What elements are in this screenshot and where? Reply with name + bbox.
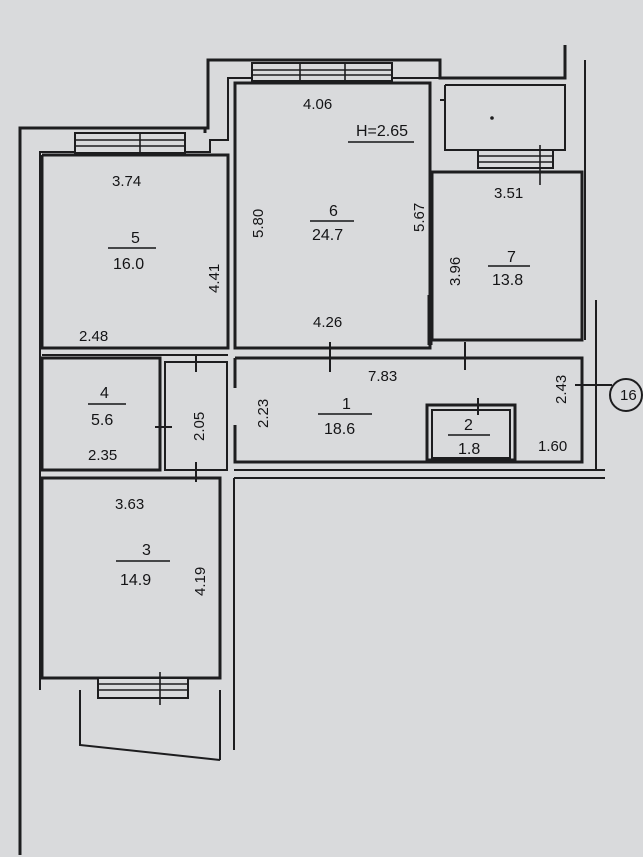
room-6-outline [233,81,432,350]
dim-room-6-right: 5.67 [411,203,428,232]
room-7-outline [430,170,584,342]
room-1-area: 18.6 [324,421,355,438]
room-5-area: 16.0 [113,256,144,273]
room-6-number: 6 [329,203,338,220]
room-7-number: 7 [507,249,516,266]
dim-room-7-width: 3.51 [494,185,523,202]
window-room-7 [477,145,554,185]
balcony-dot [490,116,494,120]
dim-corridor-end: 1.60 [538,438,567,455]
dim-corridor-length: 7.83 [368,368,397,385]
room-3-area: 14.9 [120,572,151,589]
room-labels: 6 24.7 5 16.0 7 13.8 1 18.6 2 1.8 4 5.6 … [88,203,530,589]
stair-mark-label: 16 [620,387,637,404]
dim-room-7-height: 3.96 [447,257,464,286]
dim-corridor-left-height: 2.23 [255,399,272,428]
dim-hall-height: 2.05 [191,412,208,441]
room-1-outline [233,356,584,464]
dim-room-6-height: 5.80 [250,209,267,238]
dim-room-3-width: 3.63 [115,496,144,513]
balcony-top-right [444,84,566,151]
dim-room-6-bottom: 4.26 [313,314,342,331]
room-1-number: 1 [342,396,351,413]
room-2-area: 1.8 [458,441,480,458]
dim-room-4-width: 2.35 [88,447,117,464]
ceiling-height-label: H=2.65 [356,123,408,140]
door-marks [155,295,612,482]
dim-corridor-height: 2.43 [553,375,570,404]
window-room-5 [74,132,186,154]
window-room-6 [251,62,393,82]
room-4-number: 4 [100,385,109,402]
windows [74,62,554,705]
room-3-number: 3 [142,542,151,559]
room-4-area: 5.6 [91,412,113,429]
room-7-area: 13.8 [492,272,523,289]
dimension-labels: 4.06 3.74 3.51 2.48 4.26 7.83 2.35 1.60 … [79,96,570,596]
room-outlines [40,81,584,680]
room-4-outline [40,356,162,472]
room-2-number: 2 [464,417,473,434]
dim-room-5-bottom: 2.48 [79,328,108,345]
dim-room-5-width: 3.74 [112,173,141,190]
stair-mark: 16 [609,378,643,412]
dim-room-5-height: 4.41 [206,264,223,293]
room-2-outline [425,403,517,462]
room-5-outline [40,153,230,350]
room-6-area: 24.7 [312,227,343,244]
dim-room-3-height: 4.19 [192,567,209,596]
window-room-3 [97,672,189,705]
room-5-number: 5 [131,230,140,247]
dim-room-6-width: 4.06 [303,96,332,113]
